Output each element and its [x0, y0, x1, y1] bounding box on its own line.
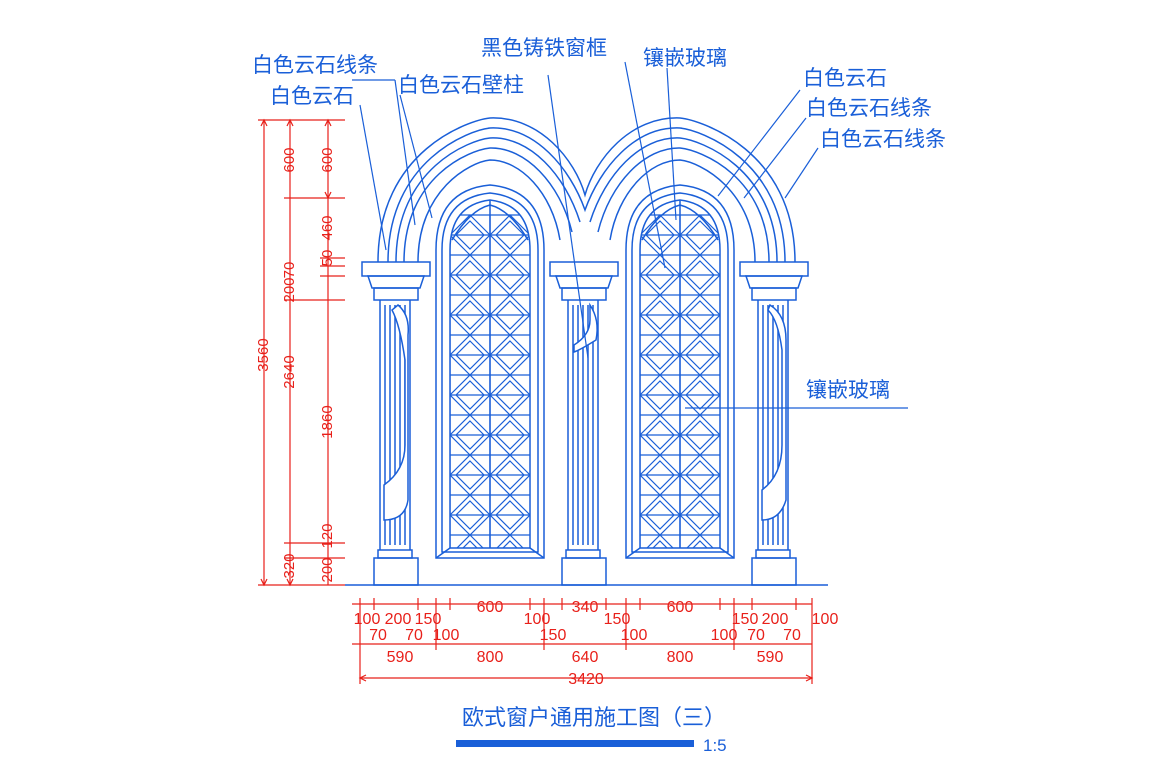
pilaster-right [751, 300, 797, 586]
dim-h-200a: 200 [385, 611, 412, 628]
label-marble-1: 白色云石 [270, 84, 354, 108]
dim-h-100e: 100 [621, 627, 648, 644]
dim-h-600a: 600 [477, 599, 504, 616]
dim-200-base: 200 [319, 557, 336, 582]
dim-h-150a: 150 [415, 611, 442, 628]
dim-h-100b: 100 [524, 611, 551, 628]
label-marble-molding-1: 白色云石线条 [252, 53, 378, 77]
dim-h-340: 340 [572, 599, 599, 616]
window-left [435, 184, 545, 559]
material-labels: 白色云石线条 白色云石 白色云石壁柱 黑色铸铁窗框 镶嵌玻璃 白色云石 白色云石… [252, 36, 946, 402]
dim-h-800b: 800 [667, 649, 694, 666]
label-marble-right: 白色云石 [803, 66, 887, 90]
dim-600-right: 600 [319, 147, 336, 172]
dim-h-800a: 800 [477, 649, 504, 666]
capital-left [361, 261, 431, 301]
dim-h-100f: 100 [711, 627, 738, 644]
dim-h-590a: 590 [387, 649, 414, 666]
dim-h-70d: 70 [783, 627, 801, 644]
window-elevation [345, 61, 908, 586]
dim-h-100a: 100 [354, 611, 381, 628]
dim-h-640: 640 [572, 649, 599, 666]
drawing-title: 欧式窗户通用施工图（三） [462, 706, 726, 731]
label-marble-molding-right-2: 白色云石线条 [820, 127, 946, 151]
pilaster-middle [561, 300, 607, 586]
dim-h-70a: 70 [369, 627, 387, 644]
label-marble-pilaster: 白色云石壁柱 [398, 73, 524, 97]
scale-label: 1:5 [703, 736, 727, 755]
horizontal-dimension-text: 100 200 150 600 100 340 150 600 150 200 … [354, 599, 839, 688]
dim-h-100c: 100 [812, 611, 839, 628]
dim-h-200b: 200 [762, 611, 789, 628]
dim-h-3420: 3420 [568, 671, 604, 688]
label-stained-glass-top: 镶嵌玻璃 [643, 46, 727, 70]
capital-middle [549, 261, 619, 301]
label-marble-molding-right-1: 白色云石线条 [806, 96, 932, 120]
pilaster-left [373, 300, 419, 586]
dim-1860: 1860 [319, 405, 336, 438]
dim-h-70c: 70 [747, 627, 765, 644]
outer-arches [377, 117, 796, 263]
dim-600-left: 600 [281, 147, 298, 172]
dim-h-150c: 150 [732, 611, 759, 628]
label-stained-glass-right: 镶嵌玻璃 [806, 378, 890, 402]
dim-70: 70 [281, 262, 298, 279]
capital-right [739, 261, 809, 301]
dim-2640: 2640 [281, 355, 298, 388]
dim-h-150d: 150 [540, 627, 567, 644]
dim-50: 50 [319, 250, 336, 267]
dim-h-600b: 600 [667, 599, 694, 616]
leader-lines [352, 61, 908, 409]
dim-h-70b: 70 [405, 627, 423, 644]
title-underline [456, 740, 694, 747]
dim-3560: 3560 [255, 338, 272, 371]
dim-h-100d: 100 [433, 627, 460, 644]
dim-200-cap: 200 [281, 277, 298, 302]
vertical-dimension-text: 3560 2640 600 600 460 50 70 200 1860 120… [255, 147, 336, 582]
dim-320: 320 [281, 553, 298, 578]
dim-460: 460 [319, 215, 336, 240]
dim-h-590b: 590 [757, 649, 784, 666]
window-right [625, 184, 735, 559]
label-iron-frame: 黑色铸铁窗框 [481, 36, 607, 60]
dim-h-150b: 150 [604, 611, 631, 628]
dim-120: 120 [319, 523, 336, 548]
dimension-lines [258, 118, 814, 684]
